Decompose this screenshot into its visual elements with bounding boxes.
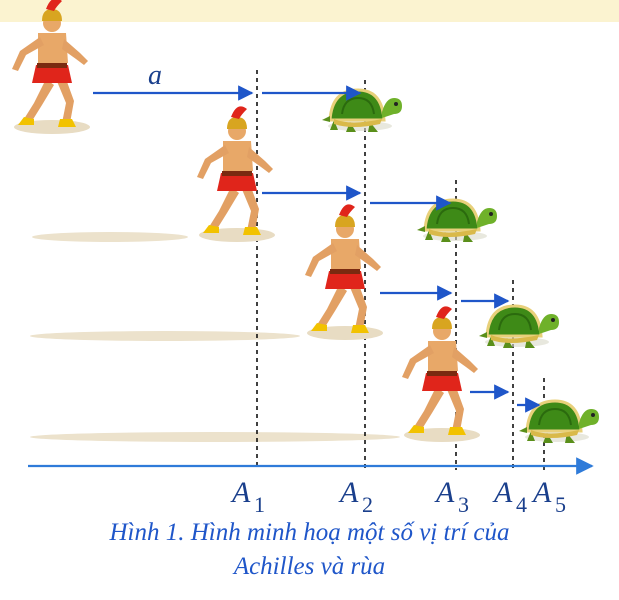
ground-shadow (32, 232, 188, 242)
tortoise-figure-1 (320, 88, 404, 134)
svg-text:A: A (434, 476, 455, 509)
svg-text:1: 1 (254, 492, 265, 515)
ground-shadow (30, 331, 300, 341)
svg-text:4: 4 (516, 492, 527, 515)
achilles-figure-4 (402, 306, 480, 442)
achilles-figure-3 (305, 204, 383, 340)
point-label-a4: A 4 (492, 476, 527, 515)
point-label-a5: A 5 (531, 476, 566, 515)
tortoise-figure-4 (517, 399, 601, 445)
svg-text:5: 5 (555, 492, 566, 515)
point-label-a1: A 1 (230, 476, 265, 515)
ground-shadow (30, 432, 400, 442)
tortoise-figure-2 (415, 198, 499, 244)
point-label-a2: A 2 (338, 476, 373, 515)
achilles-tortoise-diagram: a A 1 A 2 A 3 A 4 A 5 (12, 0, 601, 515)
svg-text:A: A (531, 476, 552, 509)
figure-caption-line-1: Hình 1. Hình minh hoạ một số vị trí của (109, 519, 510, 546)
point-label-a3: A 3 (434, 476, 469, 515)
svg-text:3: 3 (458, 492, 469, 515)
svg-text:A: A (338, 476, 359, 509)
distance-label-a: a (148, 60, 162, 91)
svg-text:A: A (492, 476, 513, 509)
svg-text:2: 2 (362, 492, 373, 515)
achilles-figure-1 (12, 0, 90, 134)
figure-caption-line-2: Achilles và rùa (233, 553, 386, 580)
tortoise-figure-3 (477, 304, 561, 350)
svg-text:A: A (230, 476, 251, 509)
achilles-figure-2 (197, 106, 275, 242)
top-band (0, 0, 619, 22)
